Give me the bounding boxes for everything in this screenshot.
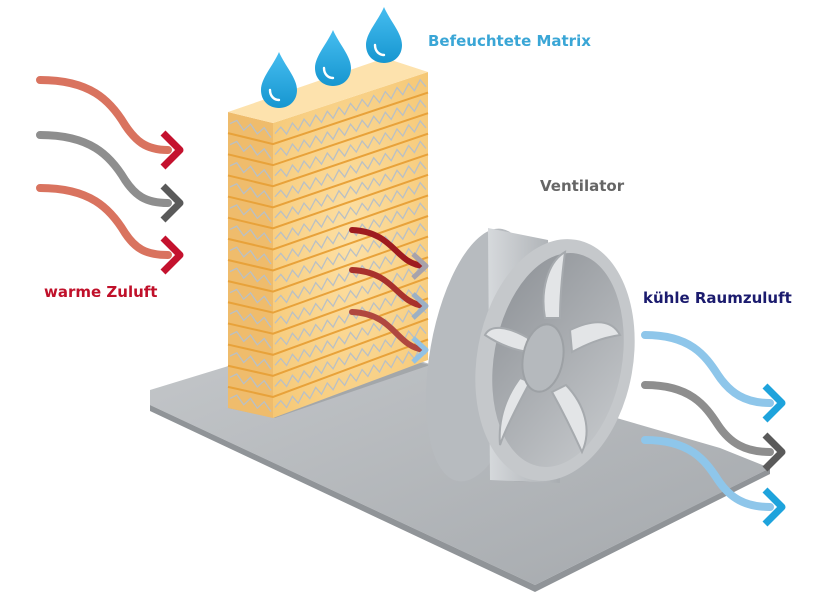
- water-drop-icon: [366, 7, 402, 63]
- cool-air-label: kühle Raumzuluft: [643, 289, 792, 307]
- neutral-air-arrow-icon: [762, 432, 786, 472]
- cool-air-arrow-icon: [762, 487, 786, 527]
- pad-airflow: [349, 227, 429, 364]
- cool-air-arrow-icon: [762, 383, 786, 423]
- water-drop-icon: [261, 52, 297, 108]
- fan: [425, 228, 635, 483]
- matrix-label: Befeuchtete Matrix: [428, 32, 591, 50]
- warm-air-inflow: [36, 76, 184, 275]
- fan-label: Ventilator: [540, 177, 625, 195]
- humidified-pad: [227, 58, 429, 418]
- fan-blades: [483, 250, 622, 455]
- water-drops: [261, 7, 402, 108]
- neutral-air-arrow-icon: [160, 183, 184, 223]
- warm-air-arrow-icon: [160, 130, 184, 170]
- pad-layer-lines: [227, 91, 429, 398]
- fan-hub: [521, 323, 565, 393]
- warm-air-label: warme Zuluft: [44, 283, 158, 301]
- water-drop-icon: [315, 30, 351, 86]
- cool-air-outflow: [641, 331, 786, 527]
- warm-air-arrow-icon: [160, 235, 184, 275]
